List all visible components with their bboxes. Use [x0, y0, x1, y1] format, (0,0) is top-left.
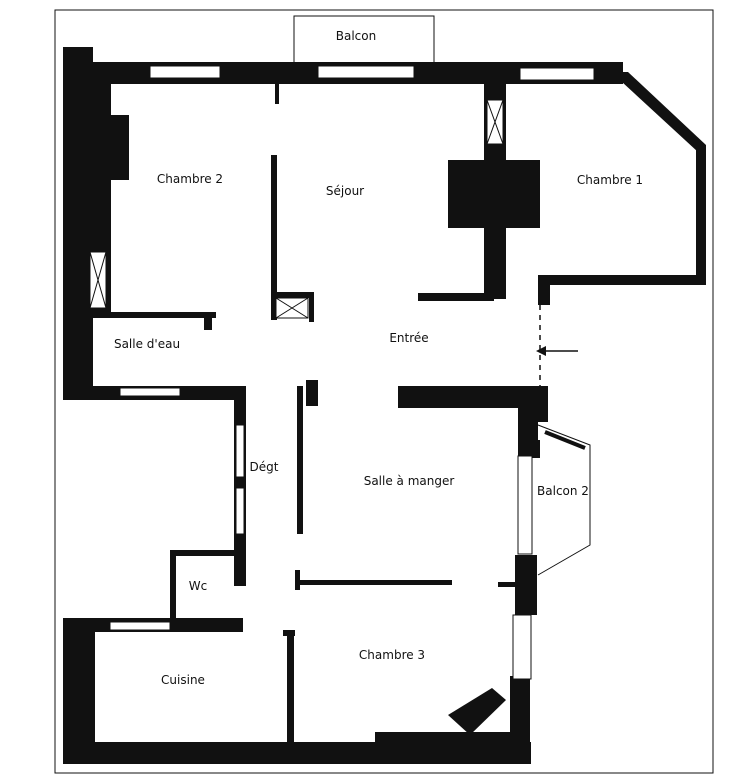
wall-chambre3-top [297, 580, 452, 585]
closet-frame-right [309, 292, 314, 322]
wall-chambre1-bottom [538, 275, 706, 285]
label-salle-deau: Salle d'eau [114, 337, 180, 351]
label-chambre1: Chambre 1 [577, 173, 643, 187]
wall-sejour-bottom [418, 293, 494, 301]
closet-frame [271, 292, 313, 298]
window-degt-lower [235, 487, 245, 535]
wall-chambre1-right [696, 145, 706, 285]
wall-chambre1-diag [620, 72, 706, 152]
wall-right-lower [510, 676, 530, 764]
wall-short-stub [204, 312, 212, 330]
wall-wc-left [170, 550, 176, 622]
window-chambre1 [519, 67, 595, 81]
label-cuisine: Cuisine [161, 673, 205, 687]
label-chambre3: Chambre 3 [359, 648, 425, 662]
wall-wc-stub [236, 550, 242, 585]
balcon2-top-wall [544, 430, 586, 450]
label-sejour: Séjour [326, 184, 364, 198]
window-sejour [317, 65, 415, 79]
wall-chambre1-stub [538, 275, 550, 305]
label-balcon2: Balcon 2 [537, 484, 589, 498]
window-salle-deau [119, 387, 181, 397]
wall-chambre2-sejour [271, 155, 277, 320]
wall-left-chimney-box [111, 115, 129, 180]
window-degt-upper [235, 424, 245, 478]
plan-frame [54, 9, 714, 774]
wall-chambre3-tick [295, 570, 300, 590]
wall-small-tick [283, 630, 295, 636]
label-salle-manger: Salle à manger [364, 474, 455, 488]
wall-degt-right [297, 386, 303, 534]
wall-left-upper [63, 47, 93, 399]
wall-bottom [63, 742, 531, 764]
label-entree: Entrée [389, 331, 428, 345]
window-chambre3 [512, 614, 532, 680]
wall-corner-diag [448, 688, 506, 735]
wall-corner-post [530, 386, 548, 422]
wall-right-stub [498, 582, 516, 587]
wall-salle-manger-top [398, 386, 538, 408]
entrance-arrow-head [536, 346, 546, 356]
label-wc: Wc [189, 579, 207, 593]
balcon2-outline [537, 424, 591, 576]
window-chambre2 [149, 65, 221, 79]
balcon-outline [293, 15, 435, 65]
wall-cuisine-chambre3 [287, 630, 294, 750]
wall-cuisine-left [63, 618, 95, 758]
window-salle-manger [517, 455, 533, 555]
label-chambre2: Chambre 2 [157, 172, 223, 186]
wall-chambre2-bottom [93, 312, 216, 318]
wall-right-mid [515, 555, 537, 615]
label-degt: Dégt [250, 460, 279, 474]
window-crosses [89, 99, 504, 319]
chimney-block [448, 160, 540, 228]
wall-right-top-lower [518, 440, 540, 458]
label-balcon: Balcon [336, 29, 376, 43]
wall-small-top [275, 84, 279, 104]
wall-wc-top [172, 550, 242, 556]
window-cuisine [109, 621, 171, 631]
wall-degt-stub [306, 380, 318, 406]
wall-bottom-right-step [375, 732, 530, 746]
